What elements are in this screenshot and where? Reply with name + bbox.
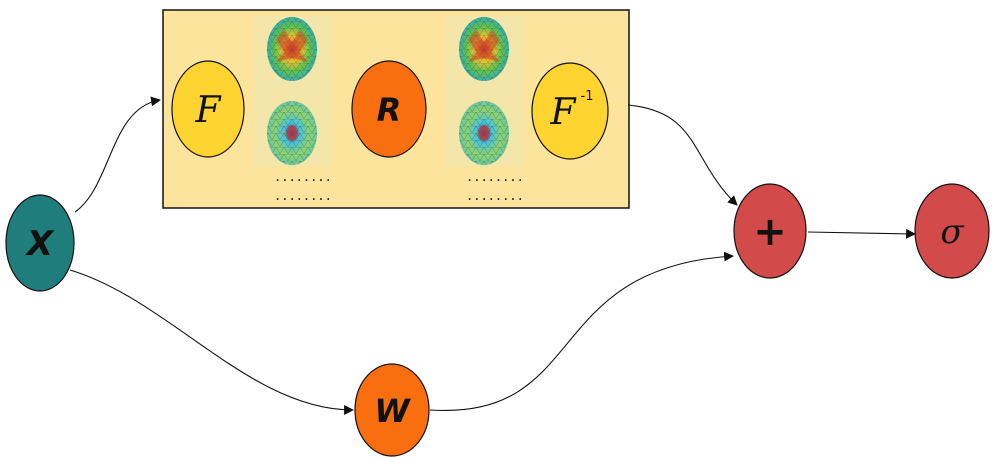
node-x-label: X bbox=[25, 224, 55, 264]
node-f-inverse-superscript: -1 bbox=[581, 89, 594, 104]
spectral-pattern-image-4 bbox=[459, 101, 509, 165]
spectral-pattern-image-2 bbox=[267, 101, 317, 165]
node-sigma-label: σ bbox=[940, 212, 964, 252]
ellipsis-right-2: ........ bbox=[466, 189, 524, 203]
spectral-pattern-image-3 bbox=[459, 17, 509, 81]
edge-x-to-w bbox=[69, 269, 354, 415]
node-f-inverse-label: F bbox=[550, 92, 578, 133]
ellipsis-left-1: ........ bbox=[274, 170, 332, 184]
node-x: X bbox=[5, 194, 75, 292]
edge-x-to-f bbox=[74, 96, 161, 213]
node-r: R bbox=[351, 60, 427, 158]
node-f: F bbox=[171, 60, 245, 158]
node-r-label: R bbox=[377, 91, 402, 129]
ellipsis-right-1: ........ bbox=[466, 170, 524, 184]
node-sigma: σ bbox=[914, 183, 990, 279]
node-x-shape bbox=[5, 194, 75, 292]
node-f-inverse: F -1 bbox=[531, 62, 609, 160]
node-f-inverse-shape bbox=[531, 62, 609, 160]
ellipsis-left-2: ........ bbox=[274, 189, 332, 203]
node-plus-label: + bbox=[753, 209, 787, 255]
node-w: W bbox=[354, 363, 430, 457]
node-plus: + bbox=[733, 183, 807, 279]
node-f-label: F bbox=[195, 90, 223, 131]
node-r-shape bbox=[351, 60, 427, 158]
node-w-label: W bbox=[374, 392, 411, 430]
spectral-pattern-image-1 bbox=[267, 17, 317, 81]
edge-w-to-plus bbox=[429, 251, 734, 411]
edge-finv-to-plus bbox=[627, 104, 738, 206]
node-w-shape bbox=[354, 363, 430, 457]
node-plus-shape bbox=[733, 183, 807, 279]
edge-plus-to-sigma bbox=[807, 228, 916, 239]
node-sigma-shape bbox=[914, 183, 990, 279]
node-f-shape bbox=[171, 60, 245, 158]
